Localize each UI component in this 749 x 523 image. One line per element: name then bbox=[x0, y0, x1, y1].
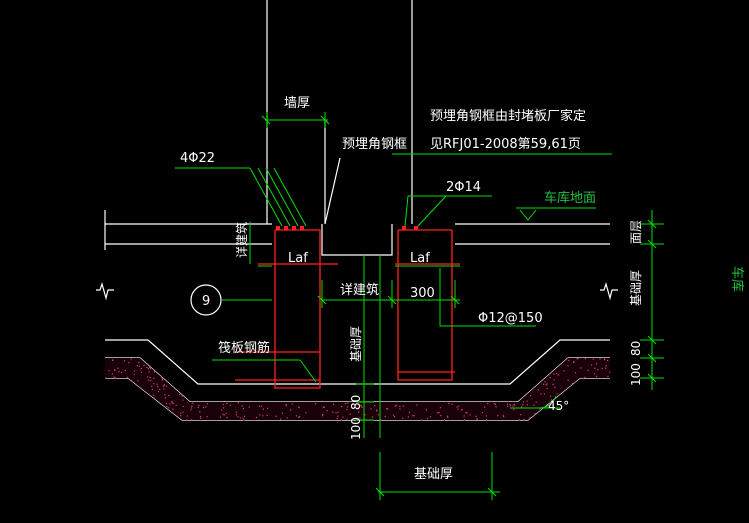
label-garage-right: 车库 bbox=[729, 266, 745, 292]
label-rebar-phi12: Φ12@150 bbox=[478, 311, 543, 326]
label-surface-layer: 面层 bbox=[629, 220, 643, 244]
label-base-thick-right: 基础厚 bbox=[629, 270, 643, 306]
label-slab-rebar: 筏板钢筋 bbox=[218, 340, 270, 356]
label-see-arch-mid: 详建筑 bbox=[340, 282, 379, 298]
label-dim-100-right: 100 bbox=[629, 363, 643, 386]
label-dim-300: 300 bbox=[410, 286, 435, 301]
label-laf-right: Laf bbox=[410, 251, 430, 266]
label-base-thick-bottom: 基础厚 bbox=[414, 467, 453, 482]
detail-mark-circle bbox=[190, 284, 222, 316]
label-dim-100-mid: 100 bbox=[349, 417, 363, 440]
label-see-arch-left: 详建筑 bbox=[234, 222, 249, 258]
label-angle-45: 45° bbox=[548, 399, 569, 413]
cushion-hatch bbox=[105, 358, 611, 422]
label-laf-left: Laf bbox=[288, 251, 308, 266]
label-detail-mark-9: 9 bbox=[202, 294, 210, 309]
dimension-lines bbox=[175, 112, 664, 500]
label-embed-frame: 预埋角钢框 bbox=[342, 137, 407, 152]
label-dim-80-right: 80 bbox=[629, 341, 643, 356]
label-rebar-4phi22: 4Φ22 bbox=[180, 151, 215, 166]
rebar-dots bbox=[276, 226, 418, 230]
rebar-lines bbox=[235, 229, 460, 389]
label-base-thick-mid: 基础厚 bbox=[349, 326, 363, 362]
label-wall-thickness: 墙厚 bbox=[284, 96, 310, 111]
label-embed-note-line2: 见RFJ01-2008第59,61页 bbox=[430, 137, 581, 152]
label-dim-80-mid: 80 bbox=[349, 395, 363, 410]
label-rebar-2phi14: 2Φ14 bbox=[446, 180, 481, 195]
label-embed-note-line1: 预埋角钢框由封堵板厂家定 bbox=[430, 108, 586, 124]
label-garage-floor: 车库地面 bbox=[544, 190, 596, 206]
